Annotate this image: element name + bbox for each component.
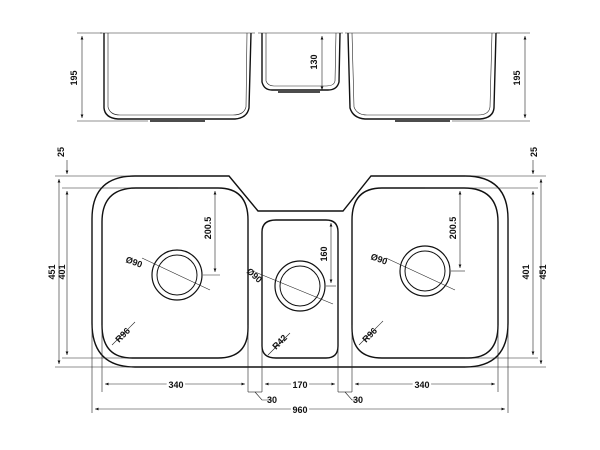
dim-top-offset-right: 25 (529, 147, 539, 157)
dim-gap-left: 30 (267, 395, 277, 405)
right-bowl-inner-profile (351, 32, 493, 116)
dim-left-drain-offset: 200.5 (203, 217, 213, 240)
plan-view: Ø90 Ø90 Ø90 200.5 160 200.5 R96 R42 R96 … (47, 147, 548, 417)
right-bowl-profile (347, 32, 497, 120)
left-radius-leader (111, 321, 136, 346)
dim-right-depth: 195 (512, 70, 522, 85)
right-drain (399, 245, 451, 297)
middle-bowl-inner-profile (265, 32, 337, 87)
dim-overall-width: 960 (292, 405, 307, 415)
dim-middle-drain-offset: 160 (319, 246, 329, 261)
left-drain-diameter: Ø90 (124, 254, 143, 269)
dim-middle-bowl-width: 170 (292, 380, 307, 390)
right-drain-leader (385, 257, 456, 291)
dim-left-depth: 195 (69, 70, 79, 85)
gap-left-leader (254, 391, 272, 401)
middle-corner-radius: R42 (270, 333, 289, 352)
middle-bowl-profile (261, 32, 341, 91)
dim-overall-depth-left: 451 (47, 264, 57, 279)
right-corner-radius: R96 (360, 326, 379, 345)
middle-radius-leader (267, 332, 291, 356)
dim-overall-depth-right: 451 (538, 264, 548, 279)
right-radius-leader (358, 320, 384, 346)
middle-bowl-outline (261, 219, 339, 359)
dim-left-bowl-width: 340 (168, 380, 183, 390)
left-bowl-profile (103, 32, 252, 120)
dim-gap-right: 30 (353, 395, 363, 405)
left-bowl-inner-profile (107, 32, 248, 116)
dim-bowl-depth-right: 401 (521, 264, 531, 279)
left-drain-leader (141, 257, 211, 291)
dim-top-offset-left: 25 (56, 147, 66, 157)
elevation-view: 195 130 195 (69, 32, 530, 122)
left-bowl-outline (101, 187, 249, 359)
dim-right-drain-offset: 200.5 (448, 217, 458, 240)
middle-drain (274, 260, 326, 312)
dim-bowl-depth-left: 401 (57, 264, 67, 279)
gap-right-leader (344, 391, 360, 401)
right-drain-diameter: Ø90 (369, 251, 388, 266)
sink-outer-outline (91, 175, 509, 368)
dim-right-bowl-width: 340 (414, 380, 429, 390)
dim-middle-depth: 130 (309, 54, 319, 69)
left-drain (151, 249, 203, 301)
middle-drain-leader (254, 271, 334, 305)
left-corner-radius: R96 (113, 326, 132, 345)
